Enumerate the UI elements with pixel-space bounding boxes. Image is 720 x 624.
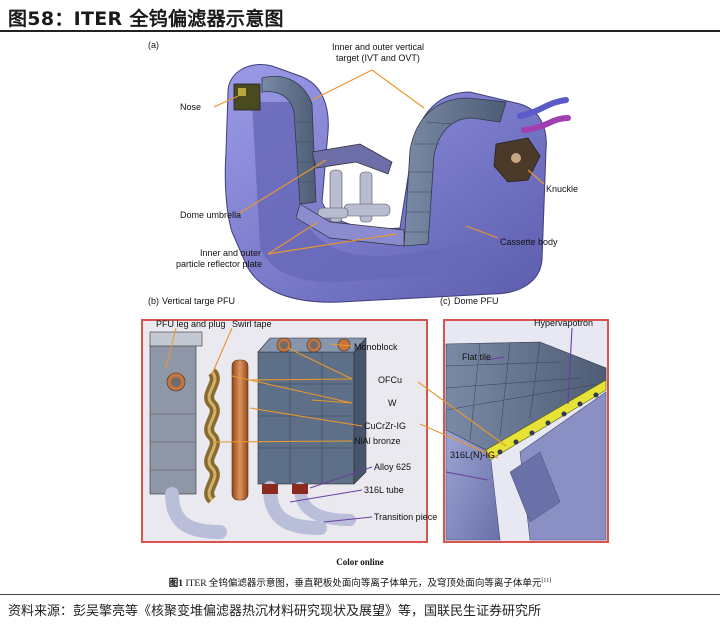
left-monoblock-stack	[149, 331, 203, 495]
figure-caption-number: 图1	[168, 579, 184, 589]
vertical-target-label-1: Inner and outer vertical	[332, 42, 424, 52]
dome-umbrella-label: Dome umbrella	[180, 210, 241, 220]
nose-label: Nose	[180, 102, 201, 112]
panel-b-leaders	[165, 327, 373, 523]
panel-a: (a)	[148, 40, 578, 303]
flat-tile-label: Flat tile	[462, 352, 491, 362]
transition-piece-label: Transition piece	[374, 512, 437, 522]
figure-caption-text: ITER 全钨偏滤器示意图，垂直靶板处面向等离子体单元，及穹顶处面向等离子体单元	[183, 579, 542, 589]
right-monoblock-stack	[257, 337, 367, 485]
inner-vertical-target	[261, 75, 317, 205]
hypervapotron-label: Hypervapotron	[534, 318, 593, 328]
monoblock-label: Monoblock	[354, 342, 398, 352]
figure-caption-ref: [11]	[541, 577, 552, 584]
reflector-label-1: Inner and outer	[200, 248, 261, 258]
cucrzr-label: CuCrZr-IG	[364, 421, 406, 431]
source-note: 资料来源：彭吴擎亮等《核聚变堆偏滤器热沉材料研究现状及展望》等，国联民生证券研究…	[8, 604, 542, 619]
panel-a-tag: (a)	[148, 40, 159, 50]
panel-c: (c) Dome PFU	[417, 296, 609, 543]
panel-b-tag: (b)	[148, 296, 159, 306]
cucrzr-tube	[231, 359, 249, 501]
swirl-tape-highlight	[207, 370, 217, 502]
figure: (a)	[0, 32, 720, 592]
page-title: 图58：ITER 全钨偏滤器示意图	[8, 8, 284, 30]
panel-a-leaders	[213, 69, 545, 255]
color-online-note: Color online	[336, 557, 384, 567]
figure-caption: 图1 ITER 全钨偏滤器示意图，垂直靶板处面向等离子体单元，及穹顶处面向等离子…	[0, 575, 720, 589]
ofcu-label: OFCu	[378, 375, 402, 385]
flat-tile-grid	[445, 341, 599, 441]
nose-component	[233, 83, 261, 111]
steel-label: 316L(N)-IG	[450, 450, 495, 460]
nial-label: NiAl bronze	[354, 436, 401, 446]
title-divider	[0, 30, 720, 32]
cassette-body-label: Cassette body	[500, 237, 558, 247]
dome-umbrella	[311, 143, 393, 175]
outer-vertical-target	[403, 97, 507, 247]
reflector-label-2: particle reflector plate	[176, 259, 262, 269]
swirl-tape-label: Swirl tape	[232, 319, 272, 329]
panel-b: (b) Vertical targe PFU	[141, 296, 437, 543]
inner-target-tile-grid	[296, 121, 315, 183]
dome-supports	[317, 169, 391, 223]
panel-b-title: Vertical targe PFU	[162, 296, 235, 306]
vertical-target-label-2: target (IVT and OVT)	[336, 53, 420, 63]
particle-reflector-plate	[295, 203, 405, 247]
panel-c-tag: (c)	[440, 296, 451, 306]
steel-cavity	[509, 451, 561, 523]
tube316l-label: 316L tube	[364, 485, 404, 495]
knuckle-label: Knuckle	[546, 184, 578, 194]
hypervapotron-channels	[497, 392, 599, 455]
panel-c-title: Dome PFU	[454, 296, 499, 306]
panel-c-leaders	[417, 327, 573, 481]
figure-illustration: (a)	[141, 40, 609, 543]
alloy625-label: Alloy 625	[374, 462, 411, 472]
pfu-leg-label: PFU leg and plug	[156, 319, 226, 329]
w-label: W	[388, 398, 397, 408]
cassette-inner-shade	[252, 102, 470, 283]
coolant-pipes	[517, 97, 571, 133]
outer-target-tile-grid	[405, 121, 453, 233]
footer-divider	[0, 594, 720, 595]
